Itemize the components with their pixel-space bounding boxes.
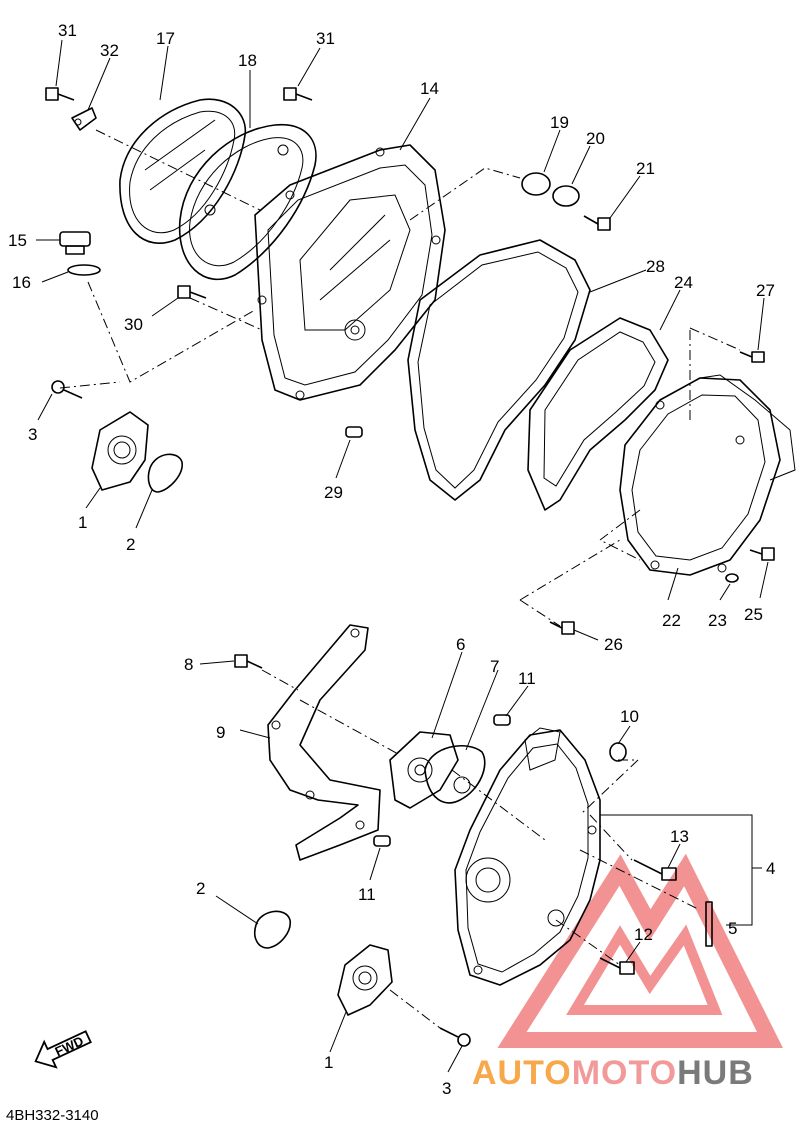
callout-21: 21 xyxy=(636,159,655,178)
callout-1-a: 1 xyxy=(78,513,87,532)
callout-5: 5 xyxy=(728,919,737,938)
callout-2-b: 2 xyxy=(196,879,205,898)
part-21-bolt xyxy=(583,215,611,231)
part-7-plate xyxy=(424,745,486,804)
watermark-wordmark: AUTOMOTOHUB xyxy=(472,1054,754,1092)
part-31-bolt-b xyxy=(283,87,313,101)
part-2-o-ring-a xyxy=(147,453,183,493)
lower-leader-lines xyxy=(199,651,762,1073)
part-31-bolt-a xyxy=(45,87,75,101)
callout-32: 32 xyxy=(100,41,119,60)
upper-leader-lines xyxy=(36,39,769,641)
callout-18: 18 xyxy=(238,51,257,70)
part-9-gasket xyxy=(267,624,381,861)
part-28-gasket xyxy=(407,239,591,501)
part-27-bolt xyxy=(739,351,765,363)
callout-2-a: 2 xyxy=(126,535,135,554)
part-8-bolt xyxy=(234,654,263,669)
callout-30: 30 xyxy=(124,315,143,334)
callout-23: 23 xyxy=(708,611,727,630)
part-6-plate xyxy=(389,731,459,809)
callout-27: 27 xyxy=(756,281,775,300)
watermark-moto: MOTO xyxy=(572,1054,677,1092)
callout-29: 29 xyxy=(324,483,343,502)
watermark-auto: AUTO xyxy=(472,1054,572,1092)
watermark-text: AUTOMOTOHUB xyxy=(472,1054,754,1092)
part-1-oil-level-gauge-cover-b xyxy=(337,944,393,1016)
callout-22: 22 xyxy=(662,611,681,630)
watermark-hub: HUB xyxy=(677,1054,754,1092)
part-3-screw-b xyxy=(439,1027,471,1047)
callout-3-b: 3 xyxy=(442,1079,451,1098)
callout-20: 20 xyxy=(586,129,605,148)
part-29-dowel-pin xyxy=(345,426,363,438)
callout-8: 8 xyxy=(184,655,193,674)
part-32-hose-fitting xyxy=(71,107,97,131)
part-12-bolt xyxy=(599,957,635,975)
callout-11-b: 11 xyxy=(358,885,376,904)
part-13-bolt xyxy=(633,859,677,881)
part-10-damper xyxy=(609,742,627,762)
part-18-gasket xyxy=(178,123,317,281)
part-26-bolt xyxy=(549,621,575,635)
fwd-label: FWD xyxy=(53,1033,86,1059)
part-2-o-ring-b xyxy=(253,910,291,949)
part-1-oil-level-gauge-cover-a xyxy=(91,411,149,491)
part-11-dowel-a xyxy=(493,714,511,726)
callout-labels: 31 32 17 18 31 14 19 20 21 15 16 28 24 2… xyxy=(8,21,775,1098)
part-20-collar xyxy=(552,185,580,207)
callout-24: 24 xyxy=(674,273,693,292)
callout-3-a: 3 xyxy=(28,425,37,444)
part-14-crankcase-cover xyxy=(254,144,446,401)
callout-31-b: 31 xyxy=(316,29,335,48)
callout-6: 6 xyxy=(456,635,465,654)
part-5-label-plate xyxy=(705,901,713,947)
callout-15: 15 xyxy=(8,231,27,250)
lower-alignment-lines xyxy=(261,669,701,1029)
callout-9: 9 xyxy=(216,723,225,742)
part-15-oil-filler-plug xyxy=(59,231,91,255)
callout-17: 17 xyxy=(156,29,175,48)
part-4-crankcase-cover-2 xyxy=(454,727,601,986)
callout-14: 14 xyxy=(420,79,439,98)
part-11-dowel-b xyxy=(373,835,391,847)
watermark-logo xyxy=(497,853,783,1048)
callout-10: 10 xyxy=(620,707,639,726)
part-19-damper xyxy=(521,172,551,196)
part-3-screw-a xyxy=(51,380,83,399)
forward-direction-arrow: FWD xyxy=(34,1030,92,1069)
callout-31-a: 31 xyxy=(58,21,77,40)
part-25-bolt xyxy=(749,547,775,561)
upper-alignment-lines xyxy=(59,129,741,627)
callout-4: 4 xyxy=(766,859,775,878)
part-30-bolt xyxy=(177,285,207,299)
callout-26: 26 xyxy=(604,635,623,654)
part-code: 4BH332-3140 xyxy=(6,1107,99,1124)
bolts xyxy=(45,87,775,635)
part-16-o-ring xyxy=(67,264,101,276)
part-23-o-ring xyxy=(725,573,739,583)
part-17-cover-plate xyxy=(119,98,247,245)
callout-16: 16 xyxy=(12,273,31,292)
callout-28: 28 xyxy=(646,257,665,276)
callout-7: 7 xyxy=(490,657,499,676)
callout-1-b: 1 xyxy=(324,1053,333,1072)
callout-13: 13 xyxy=(670,827,689,846)
callout-19: 19 xyxy=(550,113,569,132)
callout-11-a: 11 xyxy=(518,669,536,688)
part-22-generator-cover xyxy=(619,374,796,576)
callout-25: 25 xyxy=(744,605,763,624)
part-24-gasket xyxy=(527,317,669,511)
lower-bolts xyxy=(234,654,677,1047)
callout-12: 12 xyxy=(634,925,653,944)
